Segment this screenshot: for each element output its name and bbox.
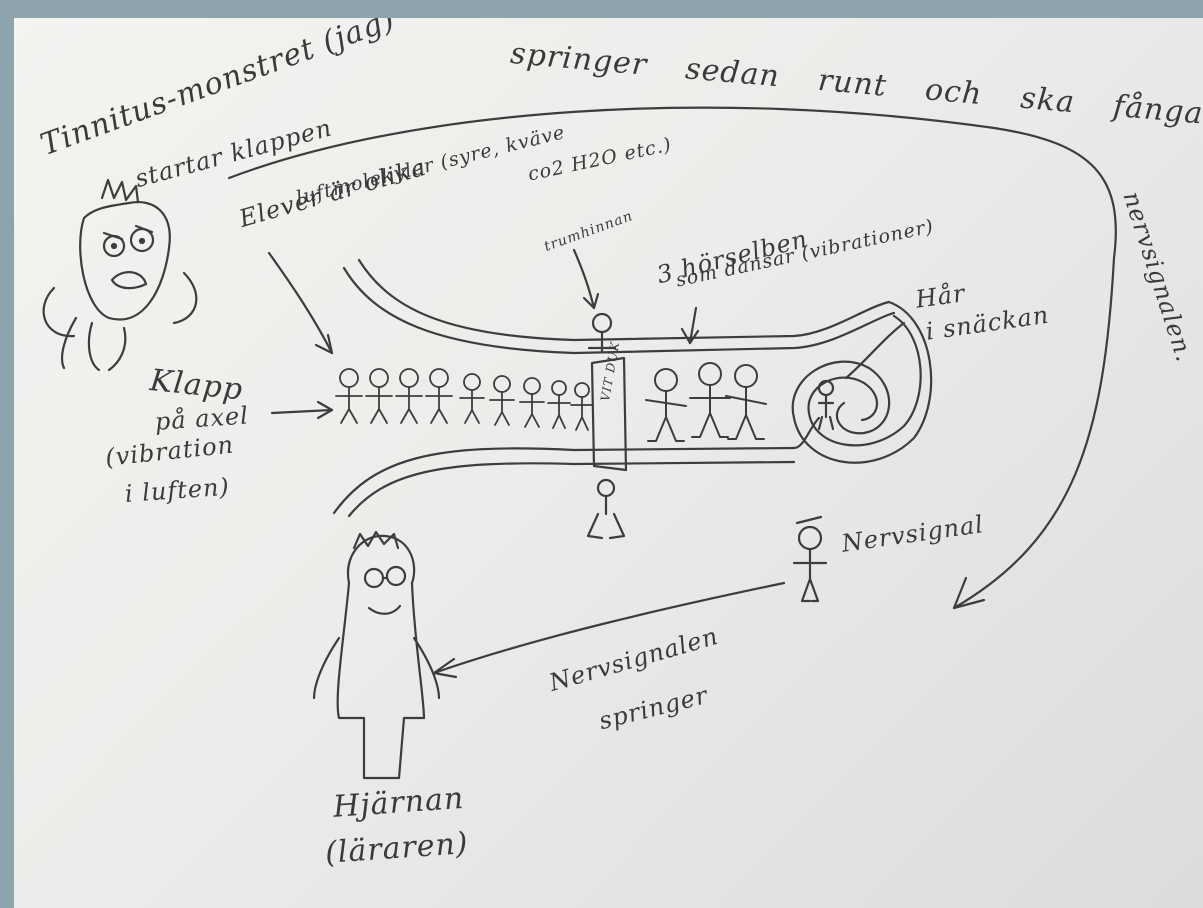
paper-sheet: Tinnitus-monstret (jag) startar klappen …	[14, 18, 1203, 908]
ear-canal-lower	[334, 418, 819, 513]
air-molecules	[336, 369, 593, 430]
ossicle-dancers	[646, 363, 766, 441]
tinnitus-monster	[44, 180, 197, 370]
brain-teacher-figure	[314, 532, 439, 778]
nerve-signal-figure	[794, 517, 826, 601]
molecules-arrow	[269, 253, 332, 353]
